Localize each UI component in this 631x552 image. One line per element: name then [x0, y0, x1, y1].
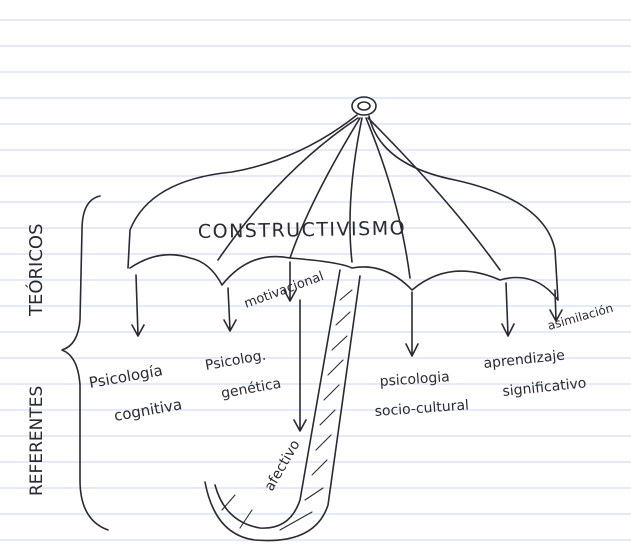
umbrella-knob: [352, 97, 376, 115]
side-label-bottom: REFERENTES: [27, 386, 47, 496]
branch-label: Psicolog.: [204, 348, 267, 374]
branch-label: socio-cultural: [374, 397, 469, 420]
branch-label: cognitiva: [113, 395, 184, 425]
branch-arrows: [132, 262, 562, 431]
diagram-title: CONSTRUCTIVISMO: [198, 217, 407, 243]
branch-label: psicologia: [379, 369, 450, 390]
branch-label: motivacional: [242, 269, 326, 312]
branch-label: Psicología: [88, 361, 164, 392]
branch-label: afectivo: [262, 437, 304, 494]
branch-label: genética: [220, 376, 283, 402]
umbrella-canopy: [128, 115, 558, 300]
referentes-brace: [62, 196, 108, 530]
umbrella-knob-inner: [358, 102, 370, 110]
branch-label: significativo: [502, 375, 587, 400]
umbrella-handle: [205, 270, 360, 541]
branch-label: aprendizaje: [483, 348, 566, 372]
side-label-top: TEÓRICOS: [25, 223, 47, 317]
